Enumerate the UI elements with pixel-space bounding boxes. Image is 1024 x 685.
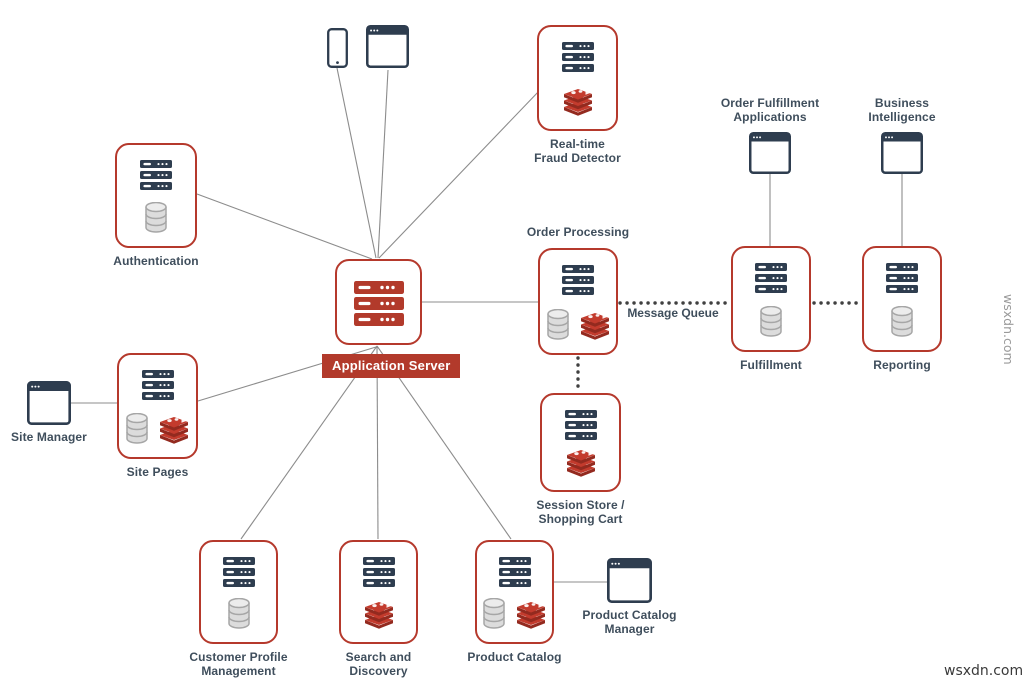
site-pages-box [117,353,198,459]
database-icon [546,309,569,340]
reporting-label: Reporting [873,358,931,372]
database-icon [227,598,250,629]
server-stack-icon [564,410,597,440]
session-store-label: Session Store / Shopping Cart [536,498,625,526]
connector-line [377,69,389,259]
fulfillment-box [731,246,811,352]
site-manager-label: Site Manager [11,430,87,444]
server-stack-icon [362,557,395,587]
product-catalog-label: Product Catalog [467,650,562,664]
customer-profile-management-box [199,540,278,644]
application-server-stack-icon [353,280,404,326]
mobile-phone-icon [327,28,348,68]
mobile-client [327,28,348,73]
browser-window-icon [365,24,410,69]
fulfillment-label: Fulfillment [740,358,802,372]
database-redis-icon-group [125,413,190,444]
database-icon [483,598,505,629]
order-processing-box [538,248,618,355]
business-intelligence-label: Business Intelligence [868,96,936,124]
redis-icon [563,89,592,116]
database-icon [891,306,913,337]
site-pages-label: Site Pages [126,465,189,479]
server-stack-icon [562,265,594,295]
product-catalog-manager [606,557,653,608]
desktop-client [365,24,410,74]
browser-window-icon [606,557,653,604]
connector-line [378,89,541,259]
product-catalog-manager-label: Product Catalog Manager [582,608,677,636]
authentication-box [115,143,197,248]
database-icon [126,413,148,444]
order-processing-label: Order Processing [526,225,630,239]
fraud-detector-label: Real-time Fraud Detector [534,137,621,165]
database-icon [760,306,782,337]
redis-icon [160,417,188,444]
session-store-box [540,393,621,492]
watermark-side-text: wsxdn.com [1001,294,1016,365]
server-stack-icon [140,160,172,190]
redis-icon [566,450,595,477]
server-stack-icon [222,557,255,587]
database-redis-icon-group [482,598,547,629]
connector-line [196,193,373,260]
reporting-box [862,246,942,352]
server-stack-icon [886,263,918,293]
connector-line [376,345,512,540]
redis-icon [364,602,393,629]
product-catalog-box [475,540,554,644]
order-fulfillment-applications [748,131,792,179]
search-and-discovery-box [339,540,418,644]
fraud-detector-box [537,25,618,131]
authentication-label: Authentication [113,254,199,268]
redis-icon [517,602,545,629]
site-manager [26,380,72,430]
server-stack-icon [498,557,531,587]
browser-window-icon [748,131,792,175]
browser-window-icon [26,380,72,426]
database-redis-icon-group [546,309,611,340]
redis-icon [580,313,609,340]
server-stack-icon [561,42,594,72]
connector-line [240,345,378,540]
order-fulfillment-applications-label: Order Fulfillment Applications [720,96,820,124]
message-queue-label: Message Queue [627,306,719,320]
watermark-text: wsxdn.com [944,663,1024,679]
application-server-badge: Application Server [322,354,461,378]
database-icon [145,202,167,233]
application-server-box [335,259,422,345]
connector-line [376,345,379,540]
customer-profile-management-label: Customer Profile Management [189,650,288,678]
search-and-discovery-label: Search and Discovery [345,650,412,678]
server-stack-icon [141,370,174,400]
connector-line [336,67,377,259]
business-intelligence [880,131,924,179]
server-stack-icon [755,263,787,293]
browser-window-icon [880,131,924,175]
